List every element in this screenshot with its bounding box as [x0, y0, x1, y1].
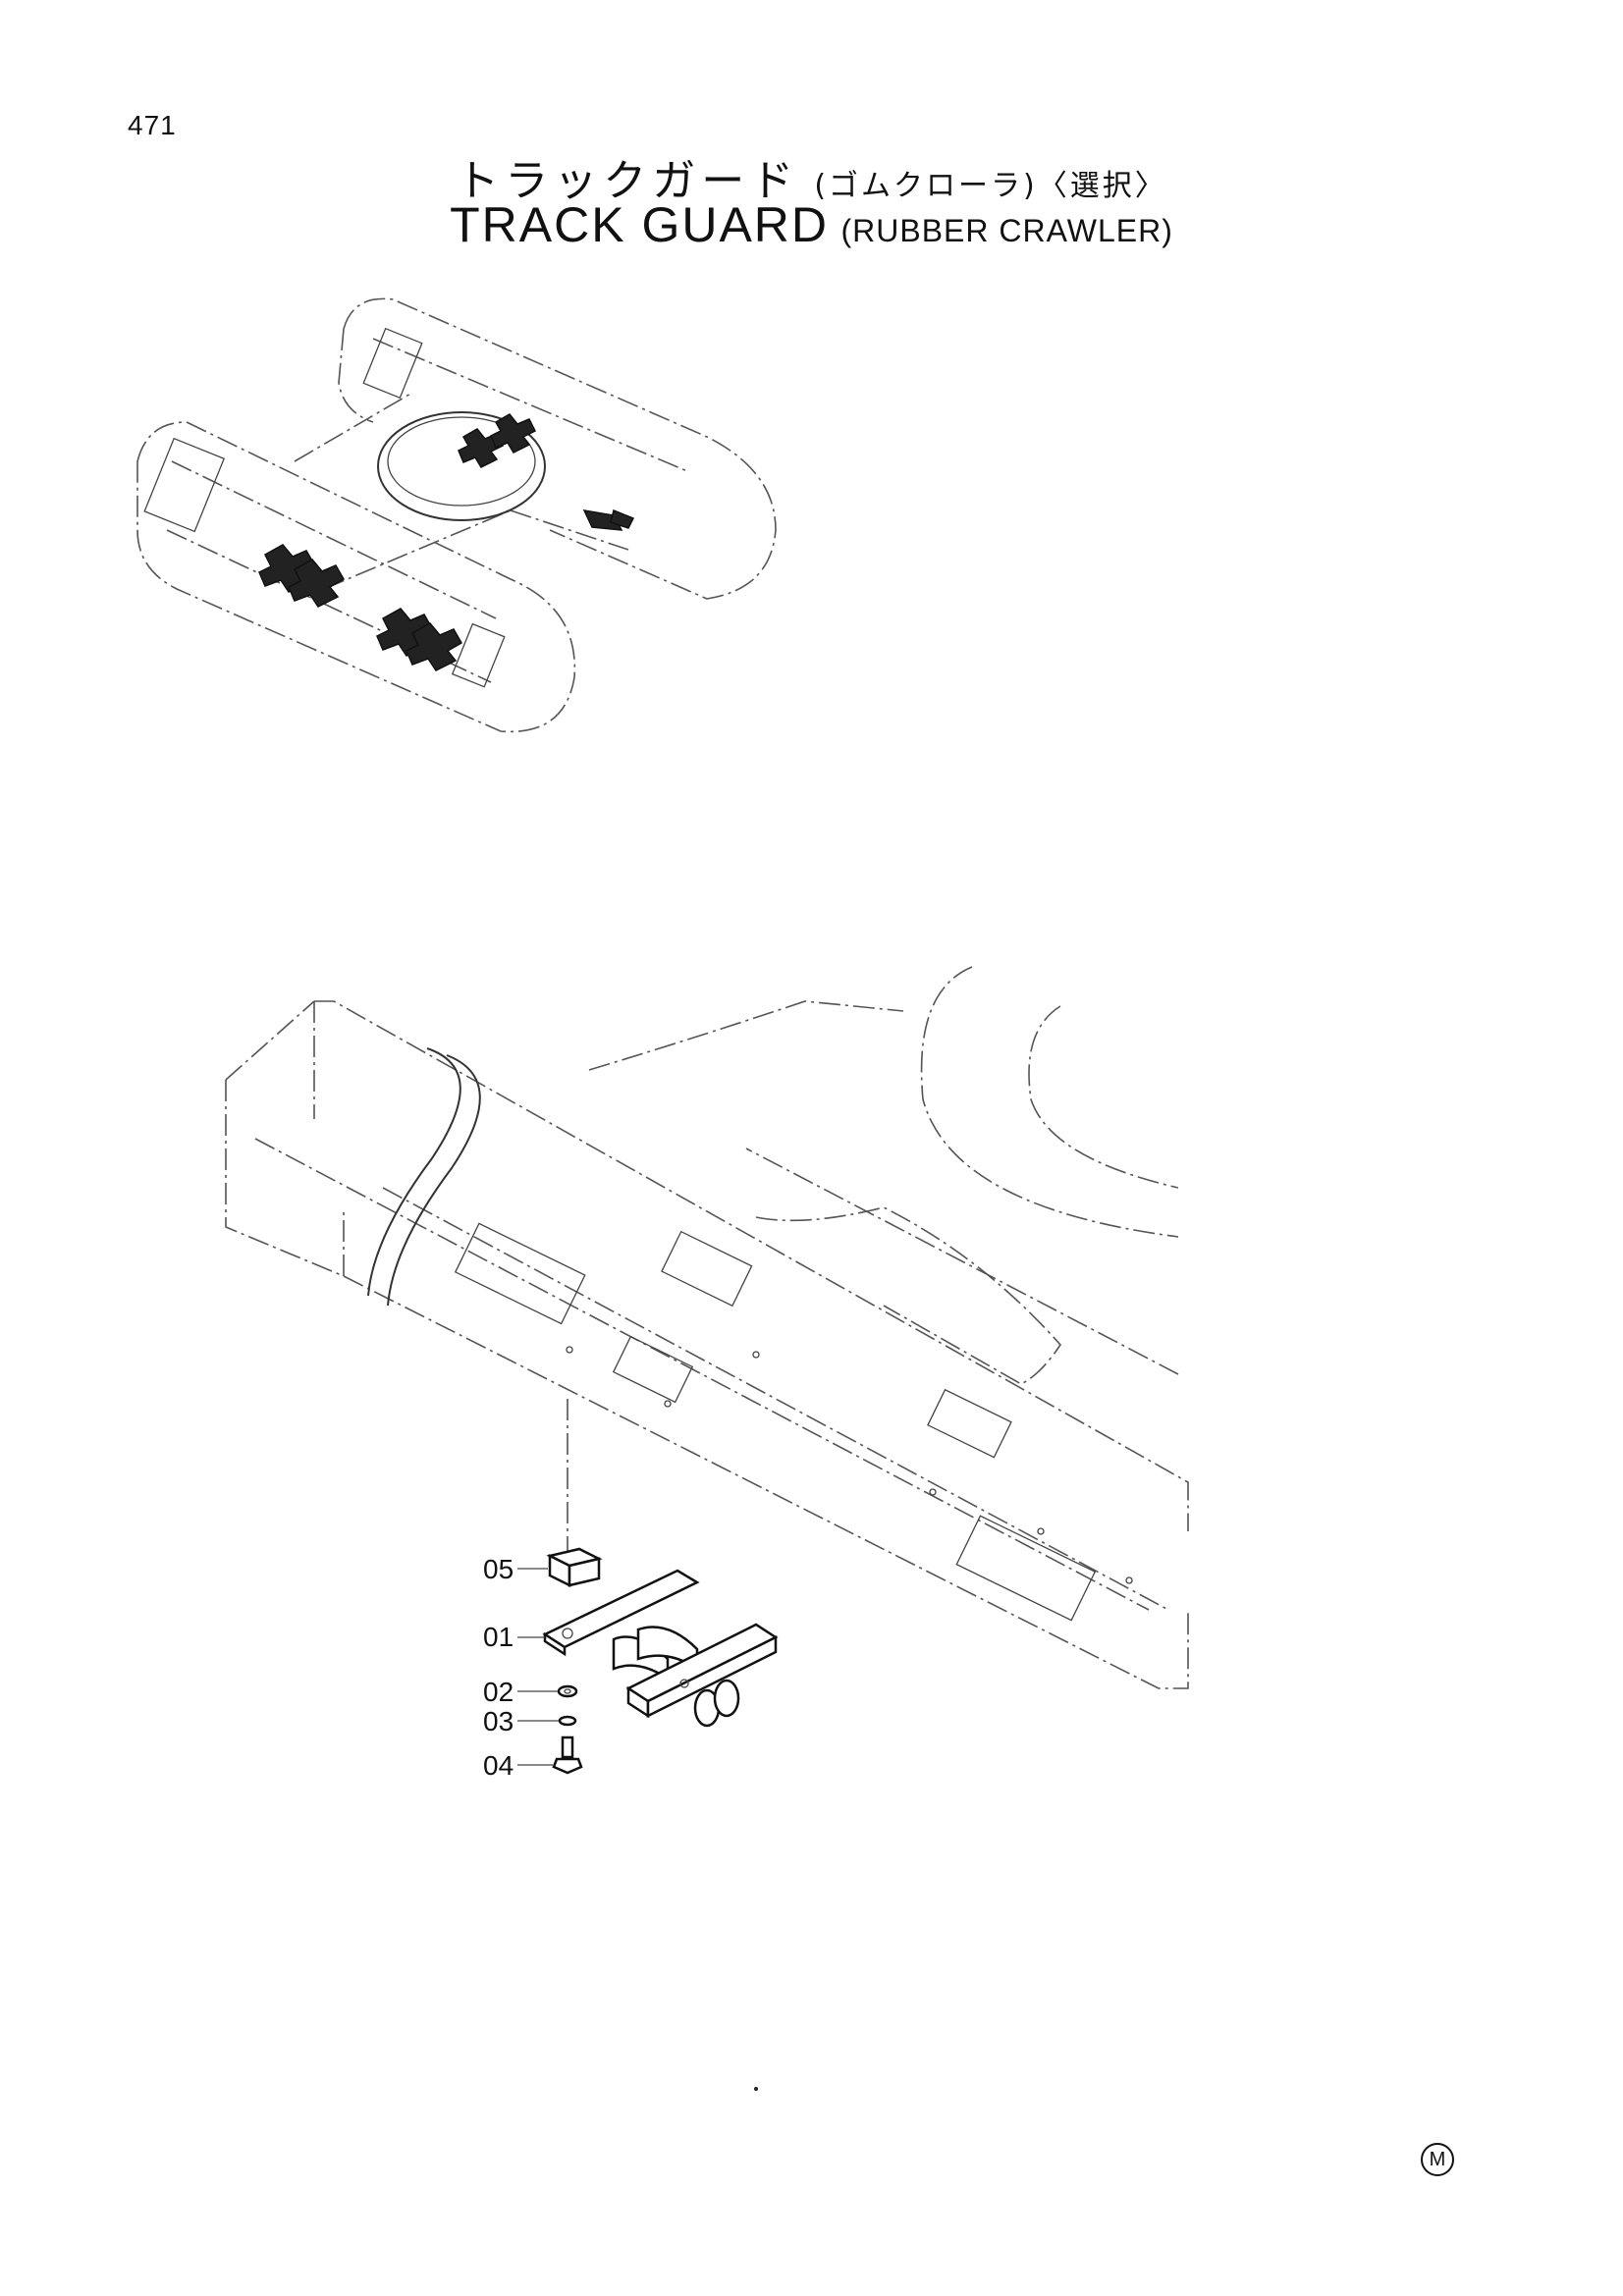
- callout-label-02: 02: [483, 1677, 514, 1707]
- callout-label-03: 03: [483, 1706, 514, 1736]
- track-frame-detail: [225, 966, 1189, 1689]
- callout-01: 01: [483, 1622, 545, 1652]
- callout-label-04: 04: [483, 1750, 514, 1781]
- undercarriage-overview: [136, 297, 777, 733]
- title-jp-main: トラックガード: [456, 156, 800, 206]
- maker-mark: M: [1421, 2143, 1454, 2176]
- track-guard-assembly: [542, 1547, 779, 1775]
- callout-label-05: 05: [483, 1554, 514, 1584]
- title-english: TRACK GUARD (RUBBER CRAWLER): [0, 196, 1623, 253]
- callout-05: 05: [483, 1554, 548, 1584]
- callout-label-01: 01: [483, 1622, 514, 1652]
- spring-washer: [558, 1715, 577, 1727]
- title-jp-sub: (ゴムクローラ)〈選択〉: [814, 169, 1167, 203]
- bolt: [561, 1735, 574, 1759]
- plain-washer: [557, 1684, 578, 1698]
- page-number: 471: [128, 110, 177, 140]
- title-en-main: TRACK GUARD: [450, 197, 830, 252]
- print-dot: [754, 2087, 758, 2091]
- title-en-sub: (RUBBER CRAWLER): [840, 213, 1173, 248]
- title-japanese: トラックガード (ゴムクローラ)〈選択〉: [0, 145, 1623, 208]
- callout-02: 02: [483, 1677, 558, 1707]
- callout-04: 04: [483, 1750, 553, 1781]
- callout-03: 03: [483, 1706, 559, 1736]
